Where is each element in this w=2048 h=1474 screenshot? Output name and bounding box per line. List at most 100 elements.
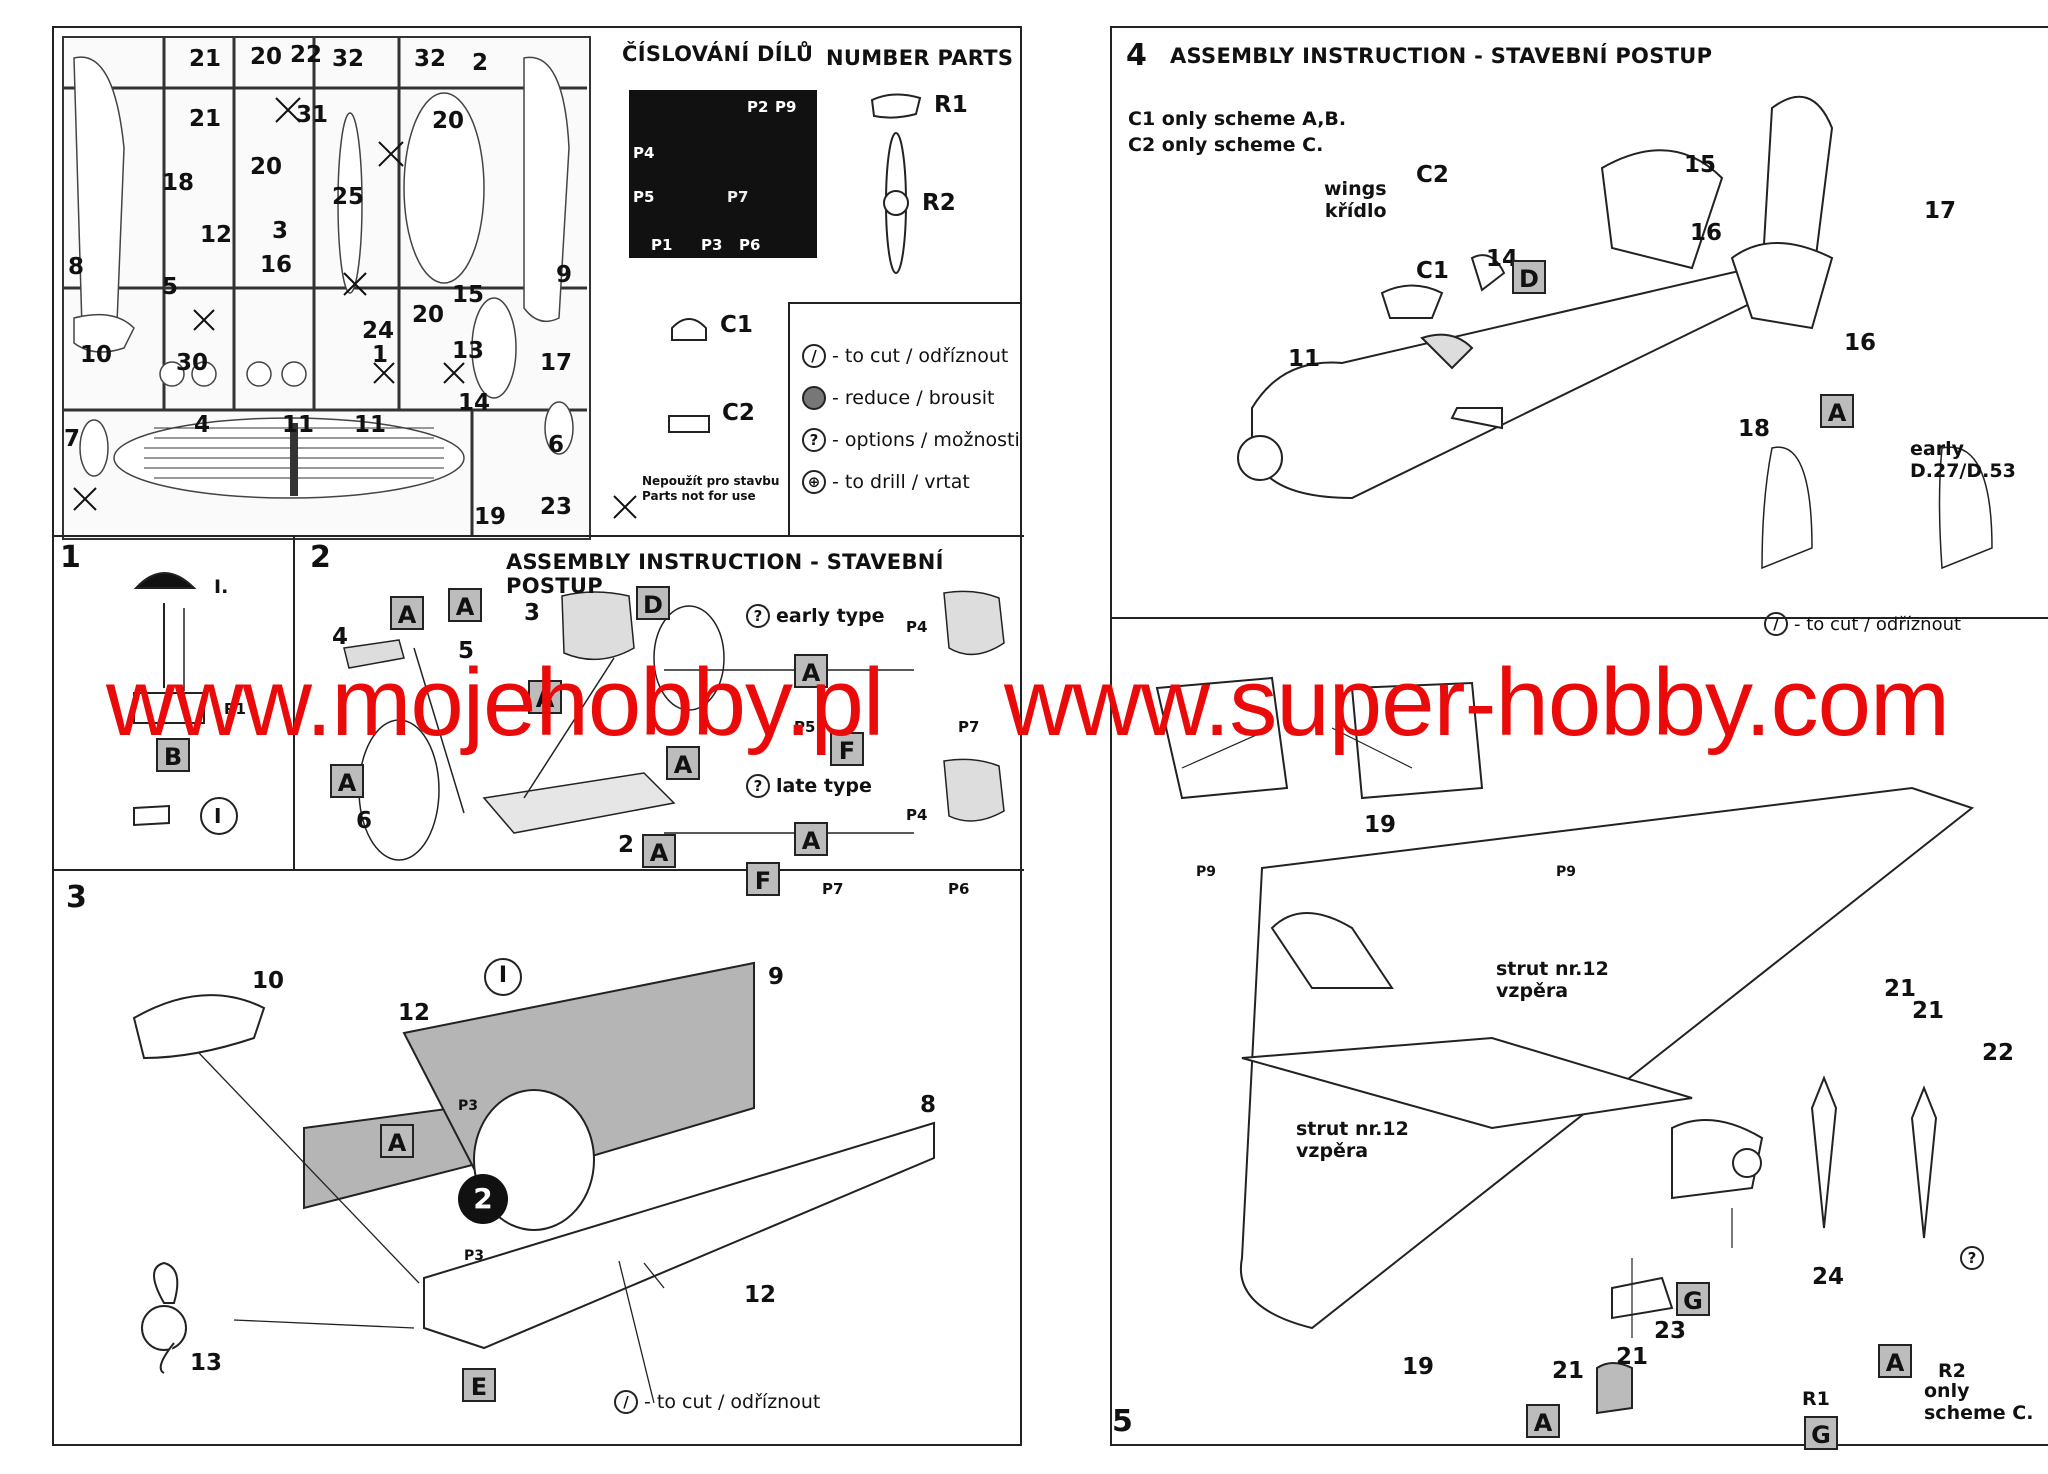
sprue-number: 17 bbox=[540, 350, 573, 376]
sprue-number: 9 bbox=[556, 262, 573, 288]
right-page-drawing bbox=[1112, 95, 2048, 1415]
early-variant-label: early D.27/D.53 bbox=[1910, 438, 2016, 482]
step-5-part: 19 bbox=[1364, 812, 1397, 838]
pe-label: P4 bbox=[906, 806, 928, 824]
sprue-number: 20 bbox=[250, 44, 283, 70]
photo-etch-fret: P2 P9 P4 P5 P7 P1 P3 P6 bbox=[629, 90, 817, 258]
step-4-part: 11 bbox=[1288, 346, 1321, 372]
canopy-c1-label: C1 bbox=[720, 312, 753, 338]
color-box: G bbox=[1676, 1282, 1710, 1316]
color-box: A bbox=[528, 680, 562, 714]
step-5-number: 5 bbox=[1112, 1404, 1133, 1439]
sprue-number: 21 bbox=[189, 106, 222, 132]
decal-marker: I bbox=[214, 804, 222, 828]
pe-label: P5 bbox=[633, 188, 655, 206]
step-4-part: 16 bbox=[1690, 220, 1723, 246]
sprue-drawing bbox=[54, 36, 1024, 1404]
instrument-label: I. bbox=[214, 576, 229, 598]
strut-label-cz: vzpěra bbox=[1496, 980, 1569, 1002]
sprue-number: 24 bbox=[362, 318, 395, 344]
pe-label: P7 bbox=[822, 880, 844, 898]
canopy-c2-label: C2 bbox=[722, 400, 755, 426]
sprue-number: 18 bbox=[162, 170, 195, 196]
color-box: D bbox=[636, 586, 670, 620]
early-type-option: ? early type bbox=[746, 604, 885, 628]
step-2-part: 5 bbox=[458, 638, 475, 664]
sprue-number: 5 bbox=[162, 274, 179, 300]
not-for-use-note: Nepoužít pro stavbu Parts not for use bbox=[642, 474, 779, 504]
color-box: A bbox=[380, 1124, 414, 1158]
options-icon: ? bbox=[746, 604, 770, 628]
sprue-number: 32 bbox=[414, 46, 447, 72]
step-1-drawing bbox=[133, 572, 238, 835]
pe-label: P4 bbox=[906, 618, 928, 636]
legend-reduce-text: - reduce / brousit bbox=[832, 387, 995, 409]
step-2-part: 4 bbox=[332, 624, 349, 650]
legend-cut: / - to cut / odříznout bbox=[802, 344, 1008, 368]
options-icon: ? bbox=[802, 428, 826, 452]
not-for-use-en: Parts not for use bbox=[642, 489, 756, 503]
scheme-c-note: only scheme C. bbox=[1924, 1380, 2033, 1424]
pe-label: P7 bbox=[958, 718, 980, 736]
step-4-number: 4 bbox=[1126, 38, 1147, 73]
step-2-part: 2 bbox=[618, 832, 635, 858]
sprue-number: 23 bbox=[540, 494, 573, 520]
pe-label: P6 bbox=[739, 236, 761, 254]
step-3-cut-note: / - to cut / odříznout bbox=[614, 1390, 820, 1414]
pe-label: P1 bbox=[651, 236, 673, 254]
pe-label: P5 bbox=[794, 718, 816, 736]
strut-label-bottom: strut nr.12 vzpěra bbox=[1296, 1118, 1409, 1162]
late-type-option: ? late type bbox=[746, 774, 872, 798]
step-5-part: 21 bbox=[1552, 1358, 1585, 1384]
step-1-part: R1 bbox=[224, 700, 246, 718]
only-label: only bbox=[1924, 1380, 1970, 1402]
step-5-part: 22 bbox=[1982, 1040, 2015, 1066]
strut-label-en: strut nr.12 bbox=[1496, 958, 1609, 980]
sprue-number: 25 bbox=[332, 184, 365, 210]
step-3-cut-text: - to cut / odříznout bbox=[644, 1391, 821, 1413]
sprue-number: 7 bbox=[64, 426, 81, 452]
color-box: A bbox=[794, 822, 828, 856]
sprue-number: 6 bbox=[548, 432, 565, 458]
color-box: B bbox=[156, 738, 190, 772]
scheme-note-c1: C1 only scheme A,B. bbox=[1128, 108, 1347, 130]
sprue-number: 20 bbox=[412, 302, 445, 328]
resin-parts-drawing bbox=[668, 93, 922, 433]
resin-r1-label: R1 bbox=[934, 92, 968, 118]
color-box: A bbox=[794, 654, 828, 688]
legend-options: ? - options / možnosti bbox=[802, 428, 1020, 452]
watermark-left: www.mojehobby.pl bbox=[106, 649, 884, 756]
right-instruction-page: 4 ASSEMBLY INSTRUCTION - STAVEBNÍ POSTUP… bbox=[1110, 26, 2048, 1450]
step-4-cut-text: - to cut / odříznout bbox=[1794, 613, 1962, 635]
step-5-part: 24 bbox=[1812, 1264, 1845, 1290]
left-instruction-page: 21 20 22 32 32 2 21 31 20 20 18 12 3 25 … bbox=[52, 26, 1024, 1446]
step-4-part: 15 bbox=[1684, 152, 1717, 178]
step-5-part: 21 bbox=[1912, 998, 1945, 1024]
early-type-label: early type bbox=[776, 605, 885, 627]
step-3-number: 3 bbox=[66, 880, 87, 915]
step-3-part: 9 bbox=[768, 964, 785, 990]
strut-label-cz: vzpěra bbox=[1296, 1140, 1369, 1162]
step-3-part: 13 bbox=[190, 1350, 223, 1376]
sprue-number: 11 bbox=[354, 412, 387, 438]
step-3-part: 8 bbox=[920, 1092, 937, 1118]
strut-label-en: strut nr.12 bbox=[1296, 1118, 1409, 1140]
color-box: E bbox=[462, 1368, 496, 1402]
color-box: A bbox=[642, 834, 676, 868]
sprue-number: 8 bbox=[68, 254, 85, 280]
sprue-number: 14 bbox=[458, 390, 491, 416]
step-5-part: 23 bbox=[1654, 1318, 1687, 1344]
step-5-part: 21 bbox=[1616, 1344, 1649, 1370]
scheme-note-c2: C2 only scheme C. bbox=[1128, 134, 1324, 156]
cut-icon: / bbox=[614, 1390, 638, 1414]
sprue-number: 3 bbox=[272, 218, 289, 244]
color-box: A bbox=[1526, 1404, 1560, 1438]
sprue-number: 16 bbox=[260, 252, 293, 278]
legend-cut-text: - to cut / odříznout bbox=[832, 345, 1009, 367]
options-icon: ? bbox=[746, 774, 770, 798]
pe-label: P7 bbox=[727, 188, 749, 206]
step-4-part: C1 bbox=[1416, 258, 1449, 284]
step-2-part: 6 bbox=[356, 808, 373, 834]
step-4-part: 18 bbox=[1738, 416, 1771, 442]
pe-label: P9 bbox=[1556, 864, 1577, 880]
